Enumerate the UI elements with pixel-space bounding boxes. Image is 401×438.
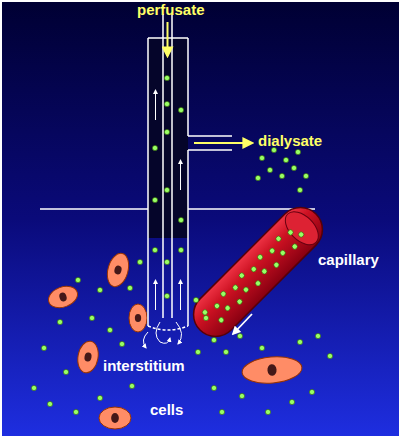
label: cells [150,402,183,419]
molecule-dot [238,272,245,279]
molecule-dot [279,249,286,256]
label: capillary [318,252,379,269]
molecule-dot [268,247,275,254]
probe [148,14,232,330]
molecule-dot [218,316,225,323]
molecule-dot [164,293,169,298]
molecule-dot [224,304,231,311]
molecule-dot [297,339,302,344]
molecule-dot [254,280,261,287]
molecule-dot [152,197,157,202]
molecule-dot [279,173,284,178]
cell [99,407,131,429]
molecule-dot [152,247,157,252]
molecule-dot [193,297,198,302]
molecule-dot [239,393,244,398]
molecule-dot [220,290,227,297]
molecule-dot [232,284,239,291]
molecule-dot [289,399,294,404]
label: dialysate [258,133,322,150]
dialysate-arrow [194,142,252,144]
molecule-dot [178,217,183,222]
molecule-dot [265,409,270,414]
cell [45,282,80,311]
molecule-dot [315,333,320,338]
molecule-dot [291,243,298,250]
molecule-dot [97,395,102,400]
molecule-dot [63,369,68,374]
molecule-dot [287,229,294,236]
cell [241,354,303,385]
flow-arrows [143,90,252,348]
molecule-dot [97,287,102,292]
molecule-dot [211,337,216,342]
molecule-dot [178,107,183,112]
molecule-dot [195,349,200,354]
molecule-dot [255,175,260,180]
molecule-dot [47,401,52,406]
molecule-dot [164,187,169,192]
molecule-dot [178,247,183,252]
molecule-dot [297,231,304,238]
molecule-dot [211,385,216,390]
molecule-dot [291,165,296,170]
molecule-dot [57,319,62,324]
molecule-dot [213,302,220,309]
cell [104,251,132,289]
molecule-dot [75,277,80,282]
molecule-dot [164,101,169,106]
molecule-dot [203,315,208,320]
molecule-dot [31,385,36,390]
capillary-vessel [184,198,331,345]
molecule-dot [152,145,157,150]
molecule-dot [236,298,243,305]
molecule-dot [259,345,264,350]
molecule-dot [275,235,282,242]
molecule-dot [73,409,78,414]
molecule-dot [267,167,272,172]
molecule-dot [219,409,224,414]
molecule-dot [309,389,314,394]
molecule-dot [295,149,300,154]
cells-group [45,251,303,429]
molecule-dot [41,345,46,350]
molecule-dot [303,173,308,178]
perfusate-arrow [167,22,169,56]
molecule-dot [137,259,142,264]
molecule-dot [164,129,169,134]
molecule-dot [250,265,257,272]
molecule-dot [119,341,124,346]
molecule-dot [237,333,242,338]
molecule-dot [89,315,94,320]
molecule-dot [259,155,264,160]
molecule-dot [164,259,169,264]
molecule-dot [327,353,332,358]
cell [129,304,147,332]
molecule-dot [127,285,132,290]
molecule-dot [201,309,208,316]
molecule-dot [223,349,228,354]
molecule-dot [261,268,268,275]
molecule-dot [273,261,280,268]
molecule-dot [129,383,134,388]
molecule-dot [297,187,302,192]
molecule-dot [283,157,288,162]
molecule-dot [164,75,169,80]
label: perfusate [137,2,205,19]
molecule-dot [242,286,249,293]
label: interstitium [103,358,185,375]
cell [75,340,100,375]
molecule-dot [107,327,112,332]
molecule-dot [256,253,263,260]
